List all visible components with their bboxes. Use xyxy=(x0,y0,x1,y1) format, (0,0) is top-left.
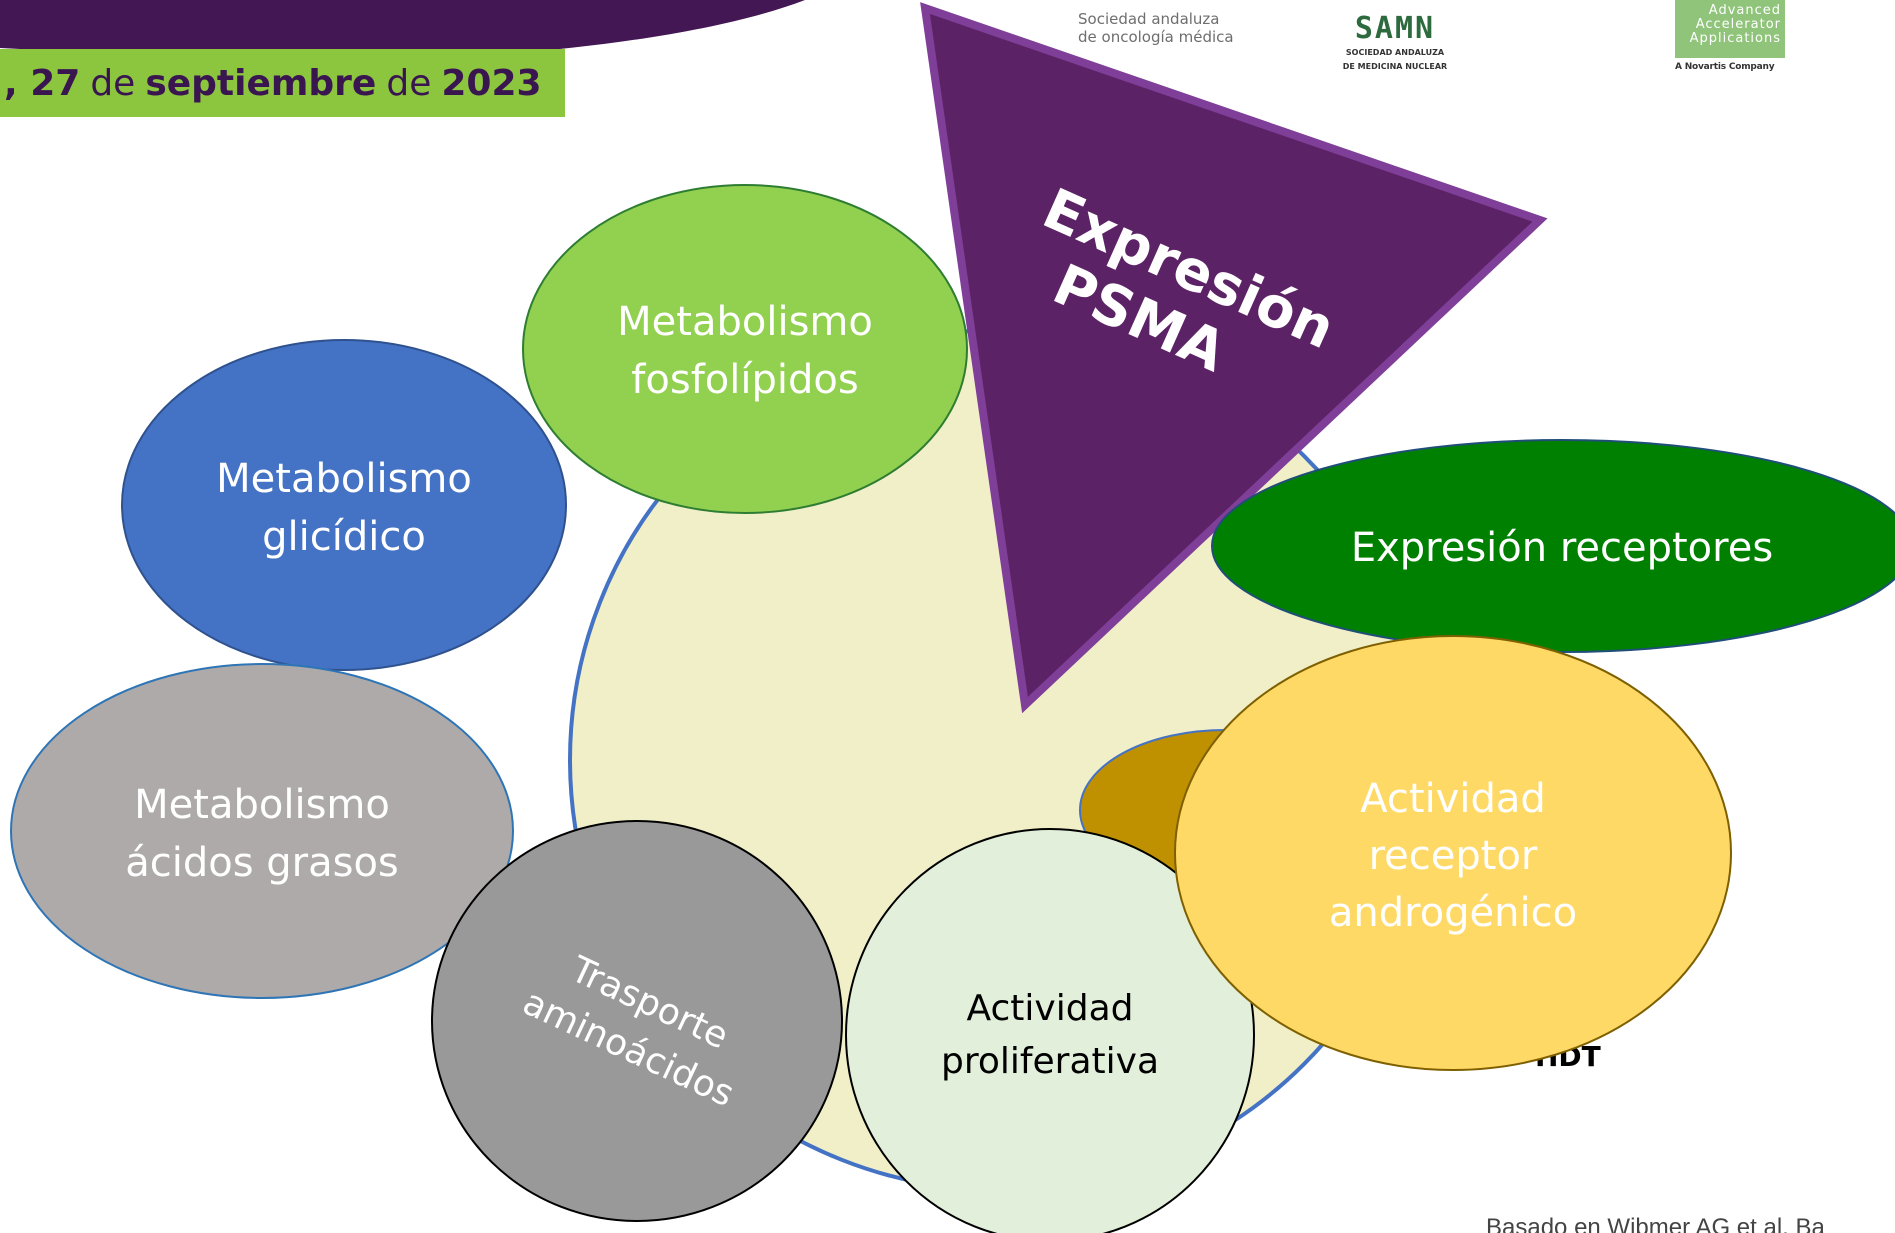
logo-aaa-box: Advanced Accelerator Applications xyxy=(1675,0,1785,58)
header-banner xyxy=(0,0,805,64)
logo-seom-line2: de oncología médica xyxy=(1078,28,1234,46)
date-month: septiembre xyxy=(145,62,377,104)
logo-samn-line2: DE MEDICINA NUCLEAR xyxy=(1342,62,1448,71)
node-trasporte-aminoacidos: Trasporte aminoácidos xyxy=(431,820,843,1222)
node-expresion-psma: Expresión PSMA xyxy=(920,2,1548,714)
logo-seom: Sociedad andaluza de oncología médica xyxy=(1078,10,1278,46)
logo-aaa-line2: Accelerator xyxy=(1695,17,1781,32)
logo-seom-line1: Sociedad andaluza xyxy=(1078,10,1220,28)
node-expresion-receptores: Expresión receptores xyxy=(1211,439,1895,653)
logo-samn-mark: SAMN xyxy=(1354,11,1436,46)
date-year: 2023 xyxy=(441,62,542,104)
logo-aaa-sub: A Novartis Company xyxy=(1675,62,1775,72)
node-label: receptor xyxy=(1369,833,1538,879)
node-label: glicídico xyxy=(262,514,426,560)
node-label: Expresión receptores xyxy=(1351,525,1773,571)
date-banner: , 27 de septiembre de 2023 xyxy=(0,49,565,117)
date-de-2: de xyxy=(386,62,432,104)
node-label: Metabolismo xyxy=(216,456,472,502)
date-day: , 27 xyxy=(4,62,81,104)
node-label: Metabolismo xyxy=(617,299,873,345)
node-metabolismo-fosfolipidos: Metabolismo fosfolípidos xyxy=(522,184,968,514)
node-label: Metabolismo xyxy=(134,782,390,828)
node-label: androgénico xyxy=(1329,890,1577,936)
logo-aaa-line3: Applications xyxy=(1689,31,1781,46)
node-metabolismo-glicidico: Metabolismo glicídico xyxy=(121,339,567,671)
logo-aaa: Advanced Accelerator Applications A Nova… xyxy=(1675,0,1787,72)
logo-samn-line1: SOCIEDAD ANDALUZA xyxy=(1345,48,1445,57)
logo-samn: SAMN SOCIEDAD ANDALUZA DE MEDICINA NUCLE… xyxy=(1330,0,1460,72)
logo-aaa-line1: Advanced xyxy=(1708,3,1781,18)
node-label: Actividad xyxy=(1360,776,1546,822)
node-label: Actividad xyxy=(967,988,1134,1029)
node-label: ácidos grasos xyxy=(125,840,399,886)
node-actividad-receptor-androgenico: Actividad receptor androgénico xyxy=(1174,635,1732,1071)
node-actividad-proliferativa: Actividad proliferativa xyxy=(845,828,1255,1233)
node-label: proliferativa xyxy=(941,1041,1159,1082)
date-de-1: de xyxy=(90,62,136,104)
node-metabolismo-acidos-grasos: Metabolismo ácidos grasos xyxy=(10,663,514,999)
node-label: fosfolípidos xyxy=(631,357,858,403)
footer-reference: Basado en Wibmer AG et al. Ba xyxy=(1486,1214,1825,1233)
